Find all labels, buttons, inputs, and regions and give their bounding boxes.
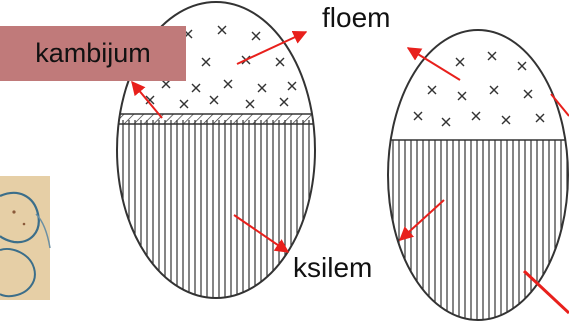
kambijum-label: kambijum (0, 26, 186, 81)
floem-label: floem (322, 2, 390, 34)
ksilem-label: ksilem (293, 252, 372, 284)
plant-cell-micrograph (0, 176, 50, 300)
vascular-bundle-right (388, 30, 569, 322)
